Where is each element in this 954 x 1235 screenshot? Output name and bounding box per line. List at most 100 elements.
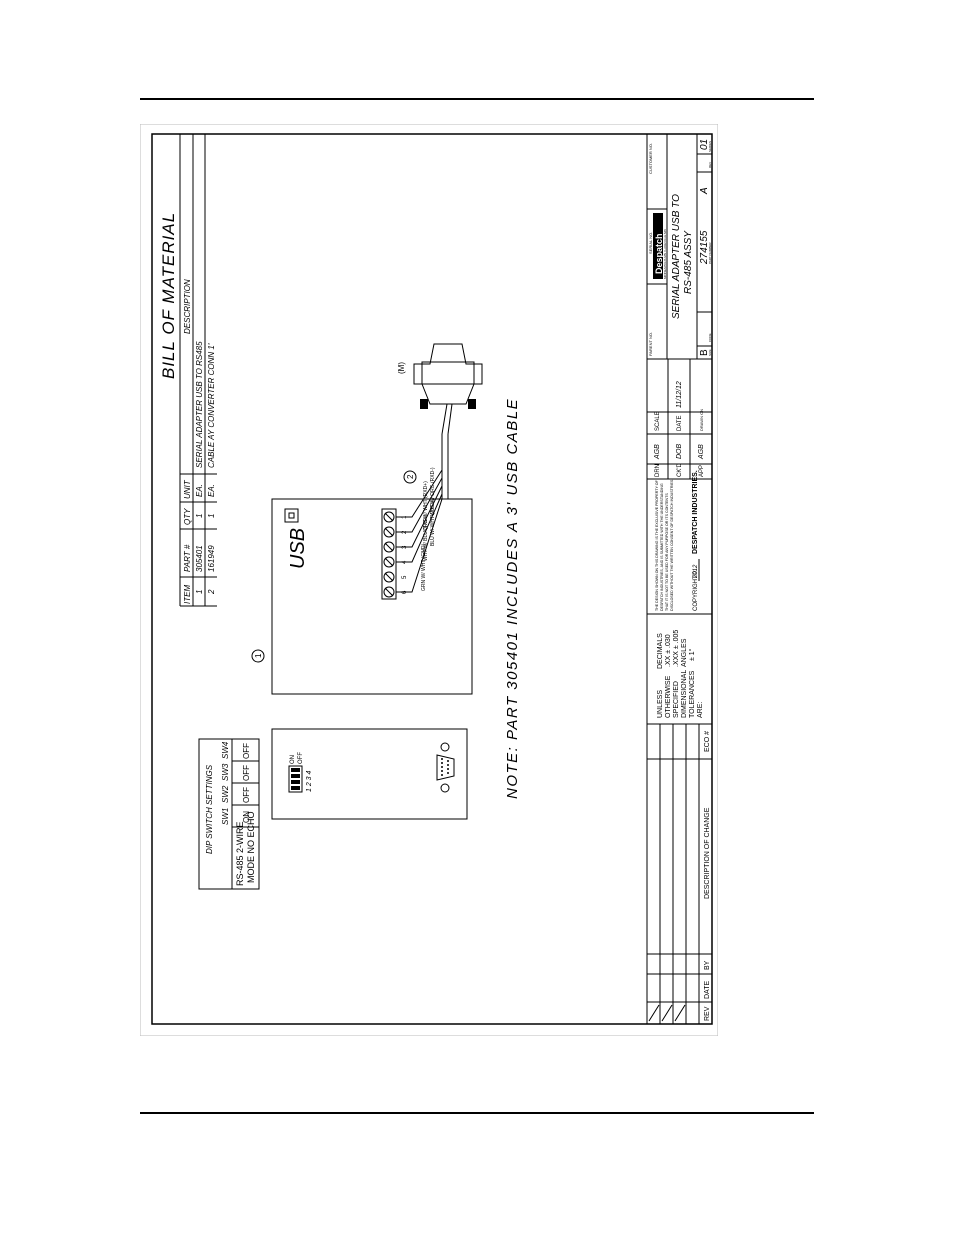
despatch-logo bbox=[653, 213, 663, 279]
date-value: 11/12/12 bbox=[676, 381, 683, 408]
copyright-company: DESPATCH INDUSTRIES. bbox=[692, 470, 699, 554]
description-header: DESCRIPTION OF CHANGE bbox=[704, 807, 711, 899]
bom-row-part: 305401 bbox=[195, 545, 204, 572]
logo-text: Despatch bbox=[654, 233, 664, 274]
series-value: 01 bbox=[699, 139, 710, 150]
logo-subtext: MINNEAPOLIS MN / LAKEVILLE MN bbox=[663, 229, 667, 279]
drawing-title-line1: SERIAL ADAPTER USB TO bbox=[671, 194, 682, 319]
bom-row: 1 305401 1 EA. SERIAL ADAPTER USB TO RS4… bbox=[195, 341, 204, 594]
bom-header-desc: DESCRIPTION bbox=[183, 279, 192, 334]
customer-no-label: CUSTOMER NO. bbox=[648, 143, 653, 174]
drn-label: DRN bbox=[655, 464, 661, 477]
wire-label: BLU W/ WHT (TXD+) bbox=[430, 498, 436, 546]
item-balloon bbox=[251, 649, 265, 663]
wire-label: WHT W/ ORG (RXD-) bbox=[430, 467, 436, 516]
dip-table-title: DIP SWITCH SETTINGS bbox=[205, 764, 214, 854]
ckd-value: DOB bbox=[676, 444, 683, 460]
rev-label: REV bbox=[708, 162, 712, 168]
jackscrew bbox=[420, 399, 428, 409]
revision-block: REV DATE BY DESCRIPTION OF CHANGE ECO # bbox=[646, 723, 713, 1025]
bom-row-desc: CABLE AY CONVERTER CONN 1' bbox=[207, 343, 216, 468]
drn-value: AGB bbox=[654, 444, 661, 460]
top-rule bbox=[140, 98, 814, 100]
db9-male-connector: (M) bbox=[397, 343, 483, 409]
part-number-label: PART NUMBER bbox=[708, 242, 712, 264]
drawing-title-line2: RS-485 ASSY bbox=[683, 230, 694, 294]
dip-value-sw2: OFF bbox=[242, 787, 251, 803]
rev-header: REV bbox=[704, 1006, 711, 1021]
tolerance-line: ARE: bbox=[697, 702, 704, 718]
usb-cable-note: NOTE: PART 305401 INCLUDES A 3' USB CABL… bbox=[504, 398, 521, 799]
by-header: BY bbox=[704, 960, 711, 970]
proprietary-line: DESPATCH INDUSTRIES, AND IS SUBMITTED WI… bbox=[660, 483, 664, 611]
bottom-rule bbox=[140, 1112, 814, 1114]
ckd-label: CK'D bbox=[677, 463, 683, 477]
connector-screw bbox=[440, 742, 450, 752]
dip-on-label: ON bbox=[290, 755, 296, 764]
terminal-screw bbox=[383, 586, 395, 598]
bom-header-part: PART # bbox=[183, 544, 192, 572]
bom-row-unit: EA. bbox=[195, 484, 204, 497]
dip-numbers: 1 2 3 4 bbox=[306, 770, 313, 792]
screw-terminals bbox=[383, 511, 395, 598]
rev-value: A bbox=[699, 187, 710, 195]
part-number-value: 274155 bbox=[699, 230, 710, 265]
eco-header: ECO # bbox=[704, 731, 711, 752]
bom-header-unit: UNIT bbox=[183, 479, 192, 499]
dip-switch-block: ON OFF 1 2 3 4 bbox=[288, 752, 313, 793]
db9-pin bbox=[447, 764, 449, 766]
bom-row-part: 161949 bbox=[207, 545, 216, 572]
proprietary-line: THAT IT IS NOT TO BE USED FOR ANY PURPOS… bbox=[665, 493, 669, 611]
bom-header-item: ITEM bbox=[183, 585, 192, 604]
series-label: SERIES bbox=[708, 141, 712, 152]
usb-label: USB bbox=[287, 528, 309, 569]
tolerance-line: OTHERWISE bbox=[665, 675, 672, 718]
bom-row-item: 2 bbox=[207, 589, 216, 595]
copyright-label: COPYRIGHT© bbox=[692, 570, 699, 611]
db9-connector bbox=[436, 742, 455, 793]
tolerance-line: DIMENSIONAL bbox=[681, 670, 688, 718]
dip-header-sw2: SW2 bbox=[221, 785, 230, 803]
scale-label: SCALE bbox=[655, 411, 661, 431]
db9-pin bbox=[441, 758, 443, 760]
app-value: AGB bbox=[698, 444, 705, 460]
size-value: B bbox=[699, 349, 710, 356]
bom-row-desc: SERIAL ADAPTER USB TO RS485 bbox=[195, 341, 204, 468]
proprietary-line: THE DESIGN SHOWN ON THIS DRAWING IS THE … bbox=[655, 479, 659, 611]
dip-header-sw4: SW4 bbox=[221, 741, 230, 759]
db9-pin bbox=[447, 772, 449, 774]
db9-pin bbox=[447, 760, 449, 762]
engineering-drawing: BILL OF MATERIAL ITEM PART # QTY UNIT DE… bbox=[140, 124, 718, 1036]
wire-label: ORG W/ WHT (RXD+) bbox=[423, 481, 429, 531]
usb-port-icon bbox=[284, 508, 299, 523]
wire-label: WHT W/ BLU (TXD-) bbox=[423, 514, 429, 561]
app-label: APP bbox=[699, 465, 705, 477]
dip-value-sw4: OFF bbox=[242, 743, 251, 759]
db9-pin bbox=[441, 770, 443, 772]
serial-no-label: SERIAL NO. bbox=[648, 232, 653, 254]
drawn-on-label: DRAWN ON bbox=[699, 409, 704, 431]
dip-header-sw1: SW1 bbox=[221, 808, 230, 825]
dip-off-label: OFF bbox=[298, 752, 304, 764]
dip-switch-settings-table: DIP SWITCH SETTINGS SW1 SW2 SW3 SW4 RS-4… bbox=[198, 738, 260, 890]
bom-row-item: 1 bbox=[195, 590, 204, 594]
date-label: DATE bbox=[677, 415, 683, 431]
db9-pin bbox=[441, 766, 443, 768]
title-block: PARENT NO. SERIAL NO. CUSTOMER NO. Despa… bbox=[646, 133, 713, 360]
connector-label: (M) bbox=[397, 362, 406, 374]
dip-value-sw3: OFF bbox=[242, 765, 251, 781]
tolerances-block: UNLESS OTHERWISE SPECIFIED DIMENSIONAL T… bbox=[646, 613, 713, 725]
db9-pin bbox=[447, 768, 449, 770]
terminal-screw bbox=[383, 511, 395, 523]
balloon-device-label: 1 bbox=[254, 653, 263, 658]
db9-pin bbox=[441, 762, 443, 764]
angles-label: ANGLES bbox=[681, 638, 688, 667]
code-label: CODE bbox=[708, 333, 712, 342]
bom-row-unit: EA. bbox=[207, 484, 216, 497]
size-label: SIZE bbox=[708, 349, 712, 356]
parent-no-label: PARENT NO. bbox=[648, 332, 653, 356]
tolerance-line: SPECIFIED bbox=[673, 681, 680, 718]
tolerance-line: TOLERANCES bbox=[689, 670, 696, 718]
dip-value-sw1: ON bbox=[242, 811, 251, 823]
dip-header-sw3: SW3 bbox=[221, 763, 230, 781]
